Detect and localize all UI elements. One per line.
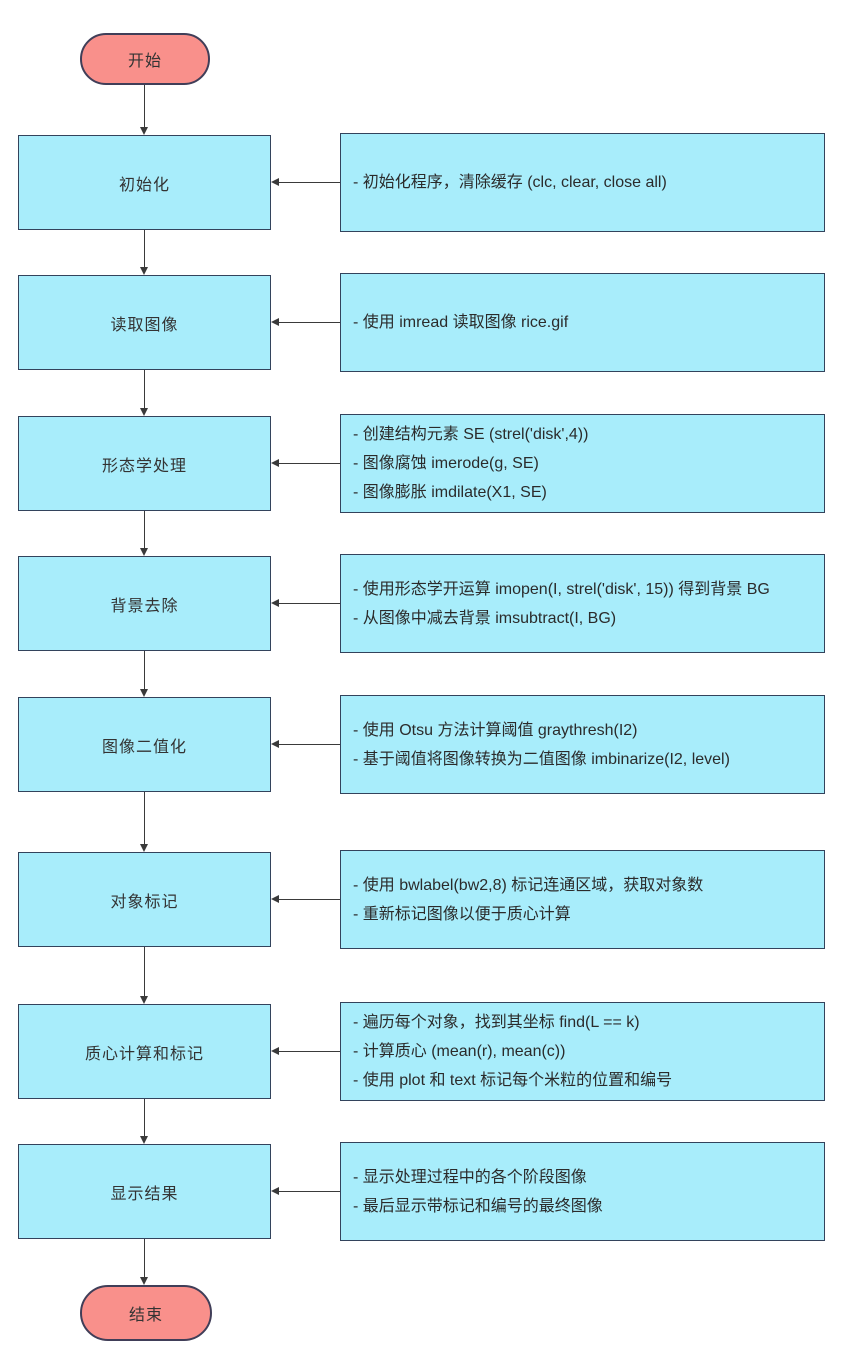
process-box-display-results: 显示结果 <box>18 1144 271 1239</box>
end-node-label: 结束 <box>128 1307 163 1324</box>
process-label: 对象标记 <box>110 893 179 911</box>
note-line: - 使用 imread 读取图像 rice.gif <box>353 314 569 331</box>
note-line: - 使用形态学开运算 imopen(I, strel('disk', 15)) … <box>353 580 770 598</box>
note-box-object-labeling: - 使用 bwlabel(bw2,8) 标记连通区域，获取对象数 - 重新标记图… <box>340 850 825 949</box>
note-line: - 使用 bwlabel(bw2,8) 标记连通区域，获取对象数 <box>353 876 704 894</box>
note-line: - 使用 Otsu 方法计算阈值 graythresh(I2) <box>353 721 638 739</box>
note-line: - 基于阈值将图像转换为二值图像 imbinarize(I2, level) <box>353 750 730 768</box>
process-label: 显示结果 <box>110 1185 179 1203</box>
process-label: 读取图像 <box>110 316 179 334</box>
note-line: - 创建结构元素 SE (strel('disk',4)) <box>353 426 589 443</box>
process-box-centroid: 质心计算和标记 <box>18 1004 271 1099</box>
process-box-init: 初始化 <box>18 135 271 230</box>
process-label: 初始化 <box>118 176 170 194</box>
process-box-read-image: 读取图像 <box>18 275 271 370</box>
arrow-note-morph <box>271 458 340 467</box>
arrow-note-init <box>271 177 340 186</box>
process-label: 形态学处理 <box>101 457 187 475</box>
note-line: - 从图像中减去背景 imsubtract(I, BG) <box>353 609 617 627</box>
arrow-note-display <box>271 1186 340 1195</box>
note-box-display-results: - 显示处理过程中的各个阶段图像 - 最后显示带标记和编号的最终图像 <box>340 1142 825 1241</box>
arrow-display-to-end <box>139 1239 148 1285</box>
process-box-binarize: 图像二值化 <box>18 697 271 792</box>
arrow-centroid-to-display <box>139 1099 148 1144</box>
process-label: 图像二值化 <box>101 738 187 756</box>
arrow-read-to-morph <box>139 370 148 416</box>
arrow-note-bg <box>271 598 340 607</box>
start-node-label: 开始 <box>127 53 162 70</box>
note-box-background-removal: - 使用形态学开运算 imopen(I, strel('disk', 15)) … <box>340 554 825 653</box>
note-box-binarize: - 使用 Otsu 方法计算阈值 graythresh(I2) - 基于阈值将图… <box>340 695 825 794</box>
arrow-label-to-centroid <box>139 947 148 1004</box>
arrow-note-read <box>271 317 340 326</box>
process-label: 质心计算和标记 <box>84 1045 204 1063</box>
arrow-binarize-to-label <box>139 792 148 852</box>
process-box-morphology: 形态学处理 <box>18 416 271 511</box>
note-line: - 显示处理过程中的各个阶段图像 <box>353 1168 587 1186</box>
note-line: - 使用 plot 和 text 标记每个米粒的位置和编号 <box>353 1072 673 1089</box>
note-line: - 遍历每个对象，找到其坐标 find(L == k) <box>353 1014 640 1031</box>
note-box-read-image: - 使用 imread 读取图像 rice.gif <box>340 273 825 372</box>
arrow-note-centroid <box>271 1046 340 1055</box>
arrow-start-to-init <box>139 85 148 135</box>
arrow-bg-to-binarize <box>139 651 148 697</box>
note-line: - 计算质心 (mean(r), mean(c)) <box>353 1043 566 1060</box>
note-line: - 初始化程序，清除缓存 (clc, clear, close all) <box>353 174 667 191</box>
note-line: - 图像腐蚀 imerode(g, SE) <box>353 455 539 472</box>
start-node: 开始 <box>80 33 210 85</box>
end-node: 结束 <box>80 1285 212 1341</box>
arrow-note-binarize <box>271 739 340 748</box>
process-box-object-labeling: 对象标记 <box>18 852 271 947</box>
process-label: 背景去除 <box>110 597 179 615</box>
note-line: - 重新标记图像以便于质心计算 <box>353 905 571 923</box>
arrow-morph-to-bg <box>139 511 148 556</box>
note-box-morphology: - 创建结构元素 SE (strel('disk',4)) - 图像腐蚀 ime… <box>340 414 825 513</box>
arrow-init-to-read <box>139 230 148 275</box>
process-box-background-removal: 背景去除 <box>18 556 271 651</box>
note-line: - 最后显示带标记和编号的最终图像 <box>353 1197 603 1215</box>
note-box-centroid: - 遍历每个对象，找到其坐标 find(L == k) - 计算质心 (mean… <box>340 1002 825 1101</box>
arrow-note-label <box>271 894 340 903</box>
note-box-init: - 初始化程序，清除缓存 (clc, clear, close all) <box>340 133 825 232</box>
note-line: - 图像膨胀 imdilate(X1, SE) <box>353 484 547 501</box>
